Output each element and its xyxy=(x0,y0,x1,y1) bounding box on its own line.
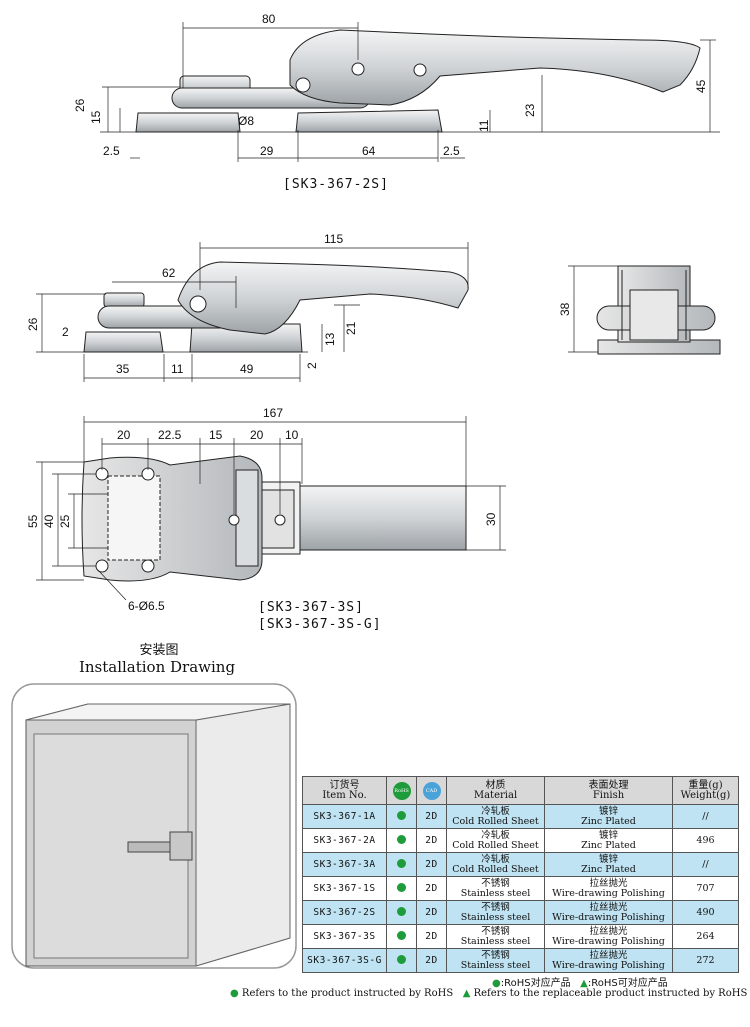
rohs-dot-icon xyxy=(397,906,406,916)
drawing2-dimension-lines xyxy=(36,242,620,382)
header-rohs: RoHS xyxy=(386,776,417,805)
drawing-top-view xyxy=(81,455,467,582)
drawing3-dimension-labels: 167 20 22.5 15 20 10 55 40 25 30 6-Ø6.5 … xyxy=(26,406,498,632)
dim-40: 40 xyxy=(42,514,56,528)
dim-45: 45 xyxy=(694,79,708,93)
dim-20b: 20 xyxy=(250,428,264,442)
dim-21: 21 xyxy=(344,321,358,335)
rohs-dot-icon xyxy=(397,930,406,940)
dim-115: 115 xyxy=(324,232,343,246)
dim-15: 15 xyxy=(89,110,103,124)
dim-22-5: 22.5 xyxy=(158,428,182,442)
green-triangle-icon: ▲ xyxy=(580,978,588,989)
rohs-dot-icon xyxy=(397,882,406,892)
dim-11: 11 xyxy=(477,119,491,132)
dim-holes: 6-Ø6.5 xyxy=(128,599,165,613)
drawing-side-view-2s xyxy=(135,29,701,133)
dim-2-5-right: 2.5 xyxy=(443,144,460,158)
code-sk3-367-3s-g: [SK3-367-3S-G] xyxy=(258,617,382,632)
legend-cn: ●:RoHS对应产品 ▲:RoHS可对应产品 xyxy=(492,978,668,989)
dim-2a: 2 xyxy=(62,325,69,339)
dim-26b: 26 xyxy=(26,317,40,331)
dim-38: 38 xyxy=(558,302,572,316)
technical-drawing: 80 26 15 23 45 Ø8 11 2.5 29 64 2.5 [SK3-… xyxy=(26,12,721,632)
drawing1-dimension-labels: 80 26 15 23 45 Ø8 11 2.5 29 64 2.5 [SK3-… xyxy=(73,12,708,192)
dim-49: 49 xyxy=(240,362,254,376)
rohs-dot-icon xyxy=(397,858,406,868)
dim-35: 35 xyxy=(116,362,130,376)
drawing3-dimension-lines xyxy=(36,416,506,601)
drawing-end-view xyxy=(596,265,721,355)
rohs-dot-icon xyxy=(397,954,406,964)
dim-167: 167 xyxy=(263,406,283,420)
cad-icon: CAD xyxy=(422,781,441,800)
dim-13: 13 xyxy=(323,332,337,346)
dim-15b: 15 xyxy=(209,428,223,442)
drawing1-dimension-lines xyxy=(100,22,720,162)
code-sk3-367-2s: [SK3-367-2S] xyxy=(283,177,389,192)
dim-55: 55 xyxy=(26,514,40,528)
rohs-dot-icon xyxy=(397,834,406,844)
dim-62: 62 xyxy=(162,266,176,280)
installation-drawing xyxy=(11,683,297,969)
dim-2b: 2 xyxy=(305,362,319,369)
dim-23: 23 xyxy=(523,103,537,117)
dim-dia8: Ø8 xyxy=(238,114,254,128)
dim-2-5-left: 2.5 xyxy=(103,144,120,158)
dim-30: 30 xyxy=(484,512,498,526)
drawing2-dimension-labels: 115 62 26 2 21 13 35 11 49 2 38 xyxy=(26,232,572,376)
rohs-dot-icon xyxy=(397,810,406,820)
installation-title-cn: 安装图 xyxy=(139,643,179,658)
dim-26: 26 xyxy=(73,98,87,112)
dim-10: 10 xyxy=(285,428,299,442)
dim-25: 25 xyxy=(58,514,72,528)
green-dot-icon: ● xyxy=(230,988,239,999)
dim-20a: 20 xyxy=(117,428,131,442)
dim-29: 29 xyxy=(260,144,274,158)
rohs-icon: RoHS xyxy=(392,781,411,800)
dim-80: 80 xyxy=(262,12,276,26)
drawing-side-view-3s xyxy=(83,261,469,353)
header-cad: CAD xyxy=(416,776,447,805)
code-sk3-367-3s: [SK3-367-3S] xyxy=(258,600,364,615)
installation-title-en: Installation Drawing xyxy=(78,658,236,676)
green-triangle-icon: ▲ xyxy=(462,988,471,999)
dim-11b: 11 xyxy=(171,362,184,376)
dim-64: 64 xyxy=(362,144,376,158)
header-weight: 重量(g)Weight(g) xyxy=(672,776,739,805)
green-dot-icon: ● xyxy=(492,978,501,989)
legend-en: ● Refers to the product instructed by Ro… xyxy=(230,988,748,999)
